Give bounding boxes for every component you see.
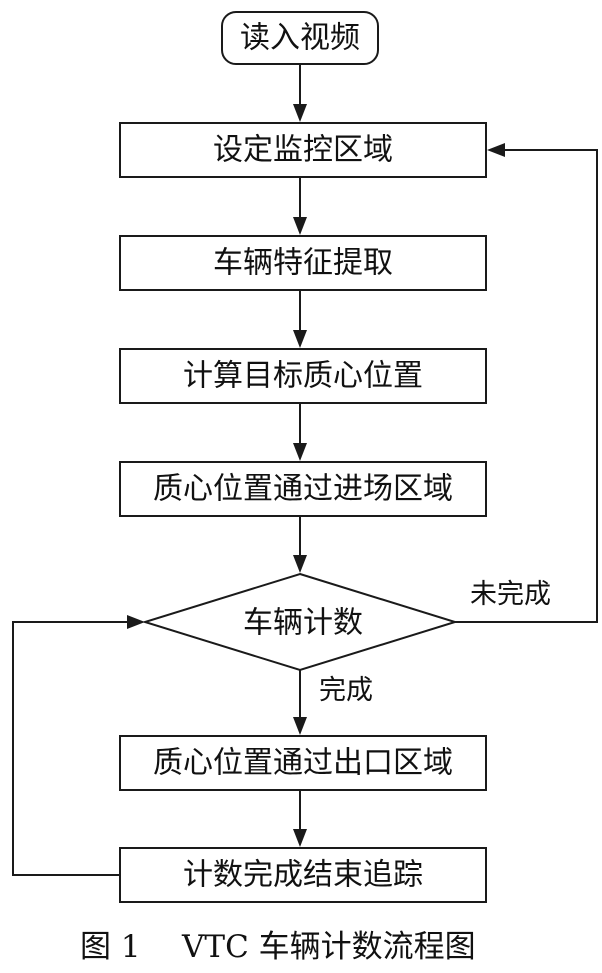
process-finish-tracking-label: 计数完成结束追踪: [183, 858, 423, 893]
process-enter-region-label: 质心位置通过进场区域: [153, 472, 453, 507]
arrowhead-loop-set-region: [487, 143, 505, 157]
edge-label-done: 完成: [319, 675, 373, 706]
figure-number: 图 1: [80, 929, 141, 965]
arrowhead-set-region: [293, 104, 307, 122]
process-enter-region: [119, 461, 487, 517]
process-feature-extract: [119, 235, 487, 291]
edge-not-done-loop: [455, 149, 598, 623]
decision-vehicle-count-label: 车辆计数: [243, 606, 363, 641]
process-centroid-label: 计算目标质心位置: [183, 359, 423, 394]
arrowhead-finish: [293, 829, 307, 847]
arrowhead-loop-decision: [127, 615, 145, 629]
edge-finish-loop: [12, 621, 127, 876]
process-finish-tracking: [119, 847, 487, 903]
edge-label-not-done: 未完成: [470, 579, 551, 610]
process-exit-region: [119, 735, 487, 791]
process-exit-region-label: 质心位置通过出口区域: [153, 746, 453, 781]
figure-title: VTC 车辆计数流程图: [181, 929, 476, 965]
arrowhead-feature: [293, 217, 307, 235]
process-centroid: [119, 348, 487, 404]
process-set-region-label: 设定监控区域: [213, 133, 393, 168]
process-feature-extract-label: 车辆特征提取: [213, 246, 393, 281]
arrowhead-centroid: [293, 330, 307, 348]
process-set-region: [119, 122, 487, 178]
start-node-label: 读入视频: [240, 21, 360, 56]
arrowhead-enter: [293, 443, 307, 461]
arrowhead-exit: [293, 717, 307, 735]
arrowhead-decision: [293, 555, 307, 573]
